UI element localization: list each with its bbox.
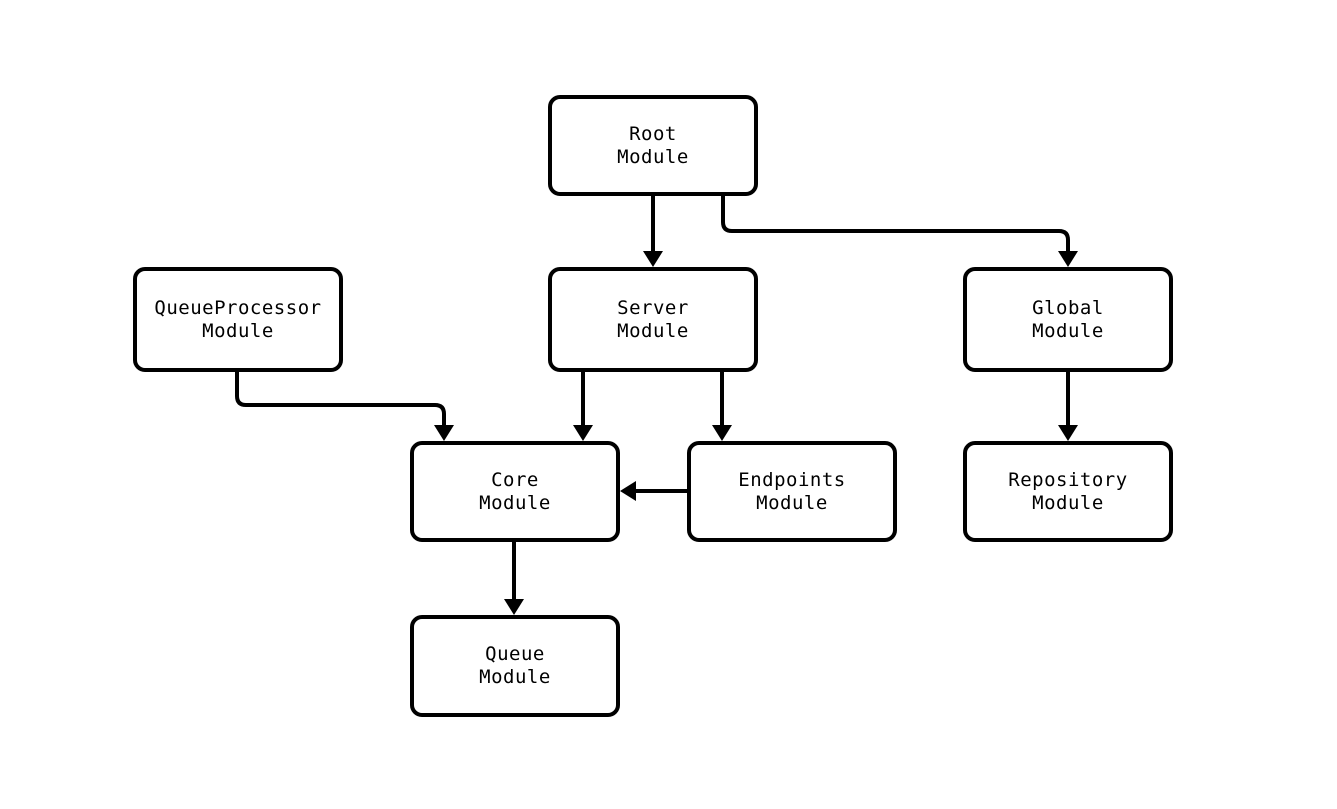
edge-endpoints-to-core [620,481,687,501]
edge-server-to-endpoints [712,372,732,441]
node-label-line2: Module [479,491,551,514]
arrowhead-icon [643,251,663,267]
arrowhead-icon [504,599,524,615]
server-module-node[interactable]: Server Module [548,267,758,372]
arrowhead-icon [1058,425,1078,441]
node-label-line1: Root [629,122,677,145]
arrowhead-icon [573,425,593,441]
node-label-line1: QueueProcessor [154,296,322,319]
arrowhead-icon [712,425,732,441]
queueprocessor-module-node[interactable]: QueueProcessor Module [133,267,343,372]
node-label-line2: Module [617,319,689,342]
node-label-line2: Module [617,145,689,168]
node-label-line2: Module [1032,319,1104,342]
edge-root-to-server [643,196,663,267]
edge-queueprocessor-to-core [235,372,454,441]
global-module-node[interactable]: Global Module [963,267,1173,372]
node-label-line1: Repository [1008,468,1128,491]
edge-global-to-repository [1058,372,1078,441]
node-label-line1: Global [1032,296,1104,319]
repository-module-node[interactable]: Repository Module [963,441,1173,542]
arrowhead-icon [620,481,636,501]
edge-core-to-queue [504,542,524,615]
endpoints-module-node[interactable]: Endpoints Module [687,441,897,542]
arrowhead-icon [1058,251,1078,267]
node-label-line2: Module [1032,491,1104,514]
node-label-line2: Module [202,319,274,342]
root-module-node[interactable]: Root Module [548,95,758,196]
node-label-line2: Module [479,666,551,688]
node-label-line1: Endpoints [738,468,846,491]
node-label-line1: Queue [485,643,545,665]
core-module-node[interactable]: Core Module [410,441,620,542]
node-label-line1: Core [491,468,539,491]
node-label-line1: Server [617,296,689,319]
edge-root-to-global [721,196,1078,267]
edge-server-to-core [573,372,593,441]
node-label-line2: Module [756,491,828,514]
queue-module-node[interactable]: Queue Module [410,615,620,717]
arrowhead-icon [434,425,454,441]
